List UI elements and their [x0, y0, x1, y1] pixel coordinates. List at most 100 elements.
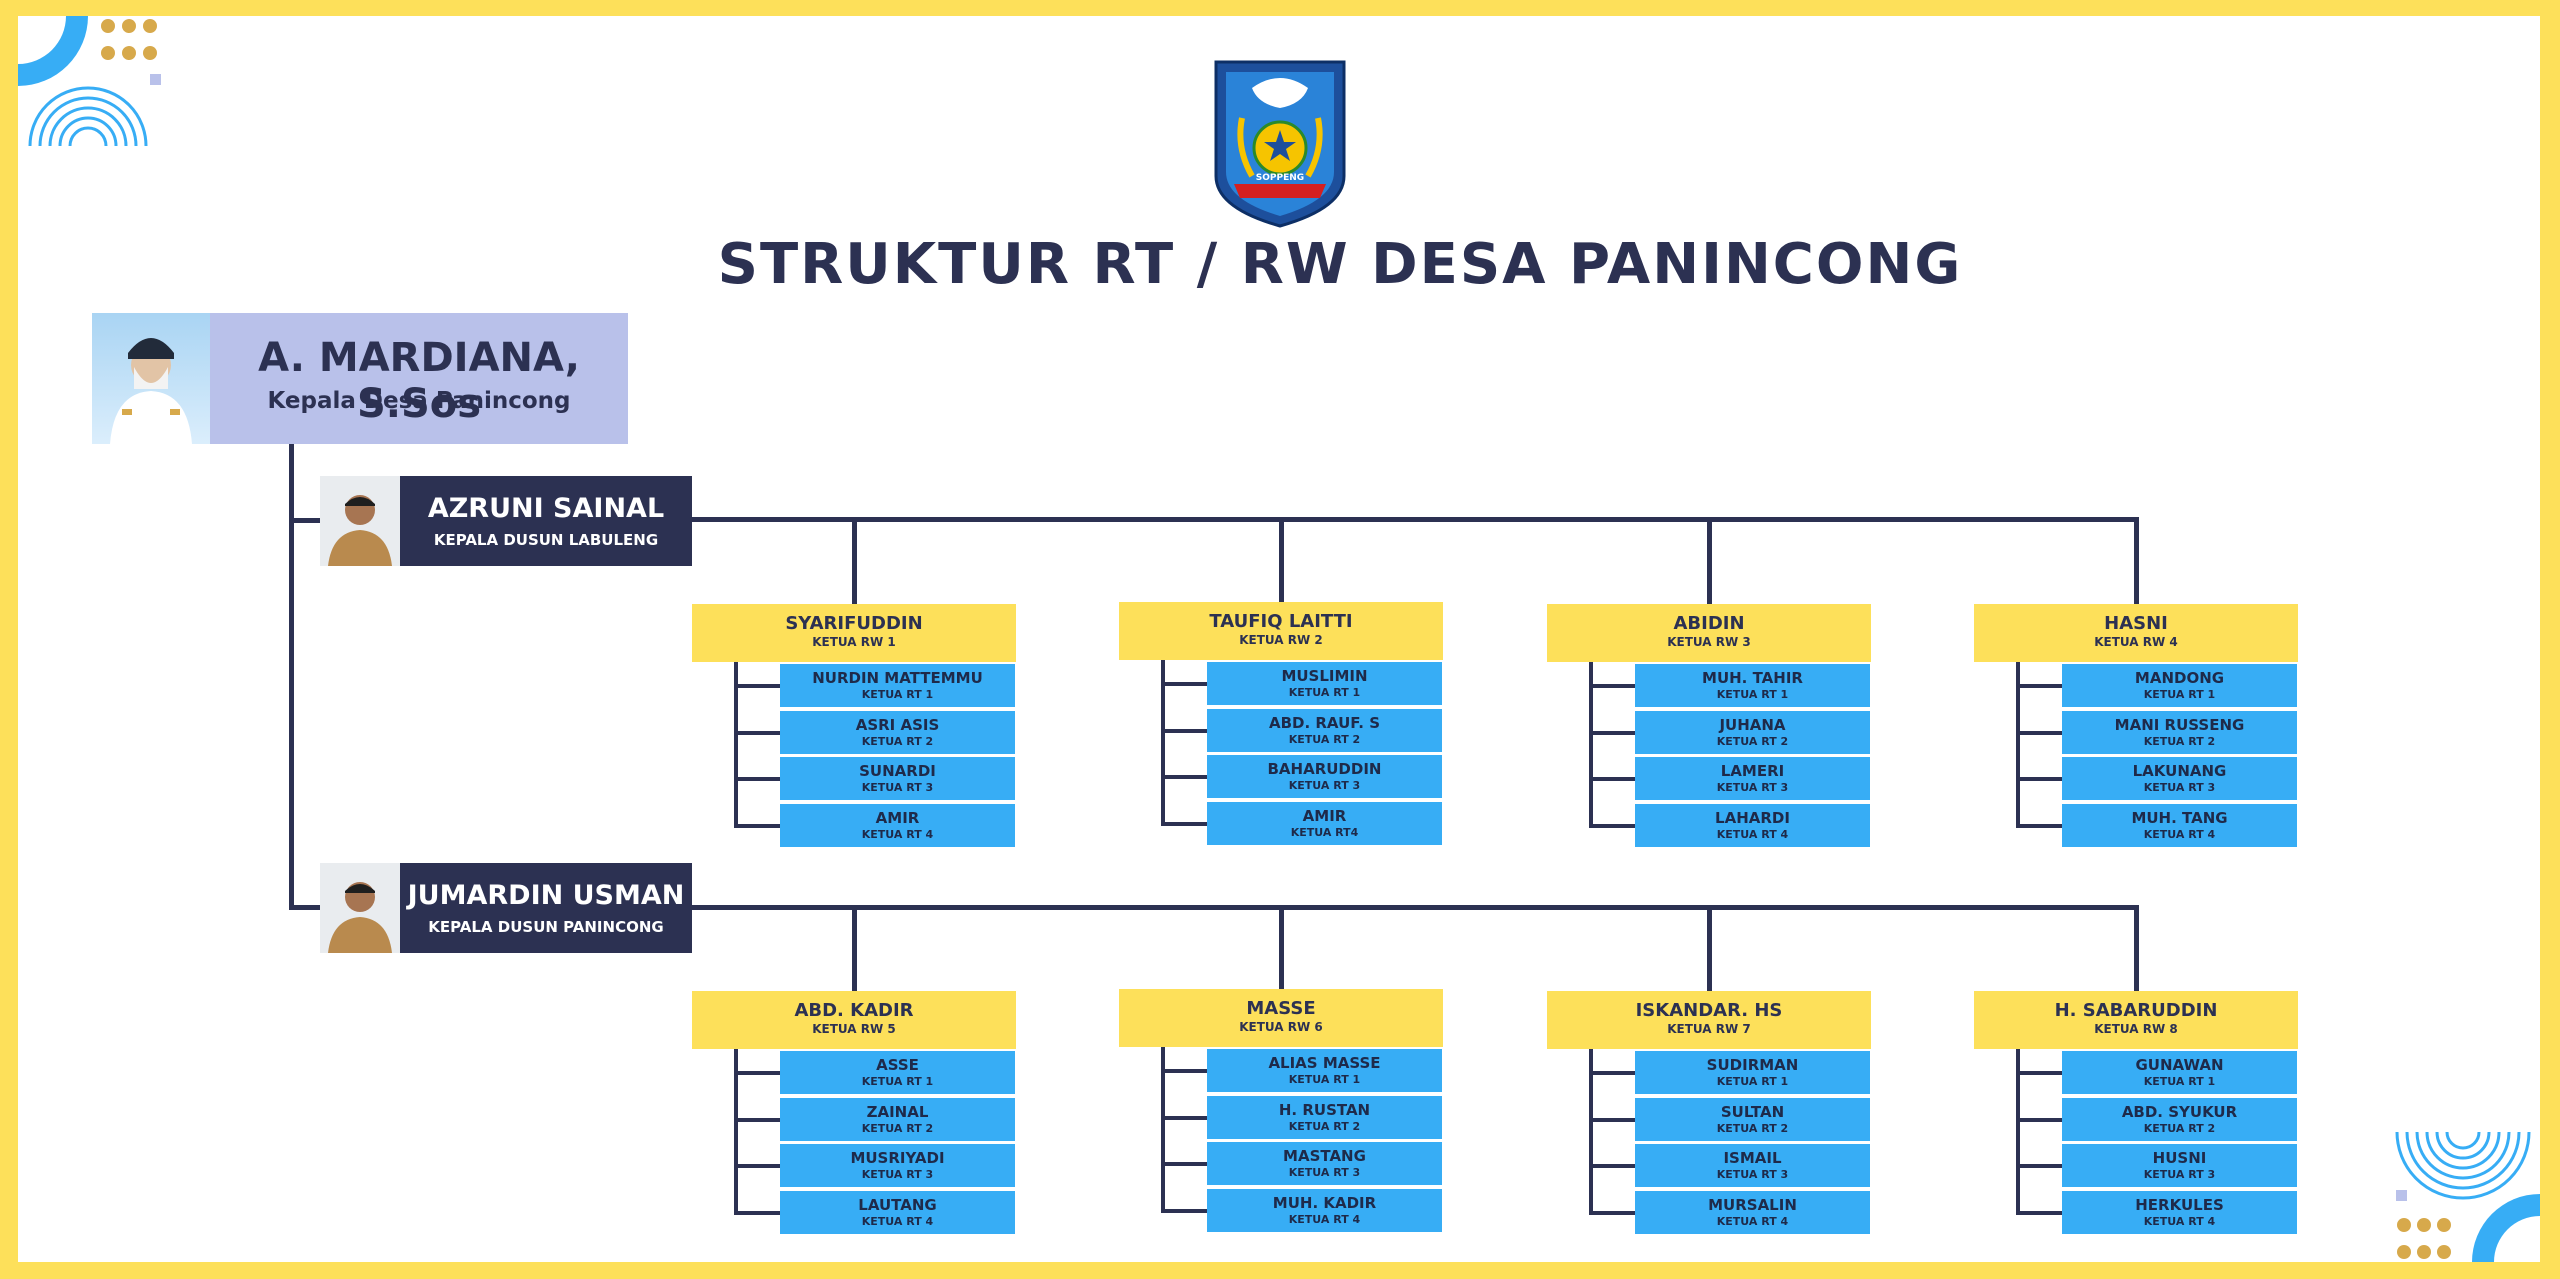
corner-decoration-bottom-right [2395, 1131, 2540, 1262]
connector-rt-1-1-3 [734, 777, 782, 781]
connector-rt-1-4-3 [2016, 777, 2064, 781]
rw-name: SYARIFUDDIN [785, 613, 923, 634]
connector-rt-2-1-2 [734, 1118, 782, 1122]
rt-role: KETUA RT 3 [1716, 781, 1789, 794]
kepala-dusun-title-1: KEPALA DUSUN LABULENG [433, 531, 659, 549]
connector-rt-1-2-2 [1161, 729, 1209, 733]
connector-rw-drop-2-3 [1707, 905, 1712, 991]
connector-rt-spine-2-3 [1589, 1049, 1593, 1213]
rt-role: KETUA RT 3 [861, 781, 934, 794]
connector-rt-spine-2-2 [1161, 1047, 1165, 1211]
kepala-desa-photo [92, 313, 210, 444]
rt-name: MUH. KADIR [1272, 1194, 1377, 1212]
connector-rt-2-2-1 [1161, 1069, 1209, 1073]
connector-rt-1-2-1 [1161, 682, 1209, 686]
rt-name: GUNAWAN [2135, 1056, 2224, 1074]
rt-role: KETUA RT 4 [2143, 828, 2216, 841]
corner-decoration-top-left [18, 16, 161, 147]
rt-role: KETUA RT4 [1290, 826, 1359, 839]
rw-role: KETUA RW 5 [812, 1022, 896, 1036]
connector-rt-1-3-1 [1589, 684, 1637, 688]
connector-rt-2-3-3 [1589, 1164, 1637, 1168]
rt-name: SUNARDI [859, 762, 936, 780]
rt-role: KETUA RT 1 [861, 688, 934, 701]
rw-role: KETUA RW 3 [1667, 635, 1751, 649]
rt-role: KETUA RT 1 [1288, 1073, 1361, 1086]
rt-name: SUDIRMAN [1706, 1056, 1799, 1074]
connector-rt-2-1-4 [734, 1211, 782, 1215]
rt-name: HERKULES [2135, 1196, 2224, 1214]
rt-name: AMIR [1302, 807, 1347, 825]
kepala-dusun-card-2 [400, 863, 692, 953]
rt-role: KETUA RT 4 [1716, 828, 1789, 841]
rt-role: KETUA RT 2 [861, 1122, 934, 1135]
connector-rt-2-4-1 [2016, 1071, 2064, 1075]
rt-name: NURDIN MATTEMMU [812, 669, 983, 687]
rt-role: KETUA RT 4 [1288, 1213, 1361, 1226]
rt-name: HUSNI [2152, 1149, 2207, 1167]
connector-rw-drop-1-2 [1279, 517, 1284, 602]
kepala-dusun-name-2: JUMARDIN USMAN [407, 880, 685, 911]
rt-name: JUHANA [1719, 716, 1786, 734]
connector-rt-1-1-2 [734, 731, 782, 735]
rt-role: KETUA RT 1 [2143, 1075, 2216, 1088]
kepala-dusun-photo-2 [320, 863, 400, 953]
connector-rt-1-1-4 [734, 824, 782, 828]
rw-role: KETUA RW 6 [1239, 1020, 1323, 1034]
rt-role: KETUA RT 1 [1716, 1075, 1789, 1088]
connector-rt-spine-1-2 [1161, 660, 1165, 824]
rt-name: AMIR [875, 809, 920, 827]
connector-rt-1-4-1 [2016, 684, 2064, 688]
connector-rt-2-4-4 [2016, 1211, 2064, 1215]
connector-rt-1-4-2 [2016, 731, 2064, 735]
rw-name: H. SABARUDDIN [2054, 1000, 2218, 1021]
connector-rt-2-2-4 [1161, 1209, 1209, 1213]
rt-role: KETUA RT 3 [1288, 779, 1361, 792]
rt-role: KETUA RT 2 [1716, 735, 1789, 748]
rt-role: KETUA RT 2 [1288, 733, 1361, 746]
connector-rt-spine-1-3 [1589, 662, 1593, 826]
rw-name: TAUFIQ LAITTI [1209, 611, 1353, 632]
rt-name: H. RUSTAN [1278, 1101, 1371, 1119]
rt-name: ASRI ASIS [855, 716, 940, 734]
rw-role: KETUA RW 8 [2094, 1022, 2178, 1036]
rt-role: KETUA RT 4 [861, 828, 934, 841]
rt-name: LAKUNANG [2132, 762, 2227, 780]
rt-name: MUH. TANG [2131, 809, 2228, 827]
kepala-desa-name: A. MARDIANA, S.Sos [258, 335, 580, 427]
kepala-dusun-card-1 [400, 476, 692, 566]
rt-role: KETUA RT 3 [2143, 781, 2216, 794]
rw-role: KETUA RW 2 [1239, 633, 1323, 647]
connector-rt-2-1-3 [734, 1164, 782, 1168]
connector-rt-spine-1-1 [734, 662, 738, 826]
rt-name: SULTAN [1720, 1103, 1785, 1121]
rw-name: HASNI [2104, 613, 2168, 634]
connector-rt-1-1-1 [734, 684, 782, 688]
rt-name: MASTANG [1283, 1147, 1366, 1165]
kepala-desa-title: Kepala Desa Panincong [267, 388, 571, 414]
connector-rw-drop-1-3 [1707, 517, 1712, 604]
connector-rw-drop-2-1 [852, 905, 857, 991]
kepala-dusun-title-2: KEPALA DUSUN PANINCONG [428, 918, 664, 936]
rt-role: KETUA RT 2 [861, 735, 934, 748]
connector-rt-1-2-3 [1161, 775, 1209, 779]
rt-role: KETUA RT 2 [1716, 1122, 1789, 1135]
rt-name: MANDONG [2134, 669, 2225, 687]
rt-role: KETUA RT 1 [1716, 688, 1789, 701]
rw-role: KETUA RW 1 [812, 635, 896, 649]
rw-name: ABD. KADIR [794, 1000, 914, 1021]
